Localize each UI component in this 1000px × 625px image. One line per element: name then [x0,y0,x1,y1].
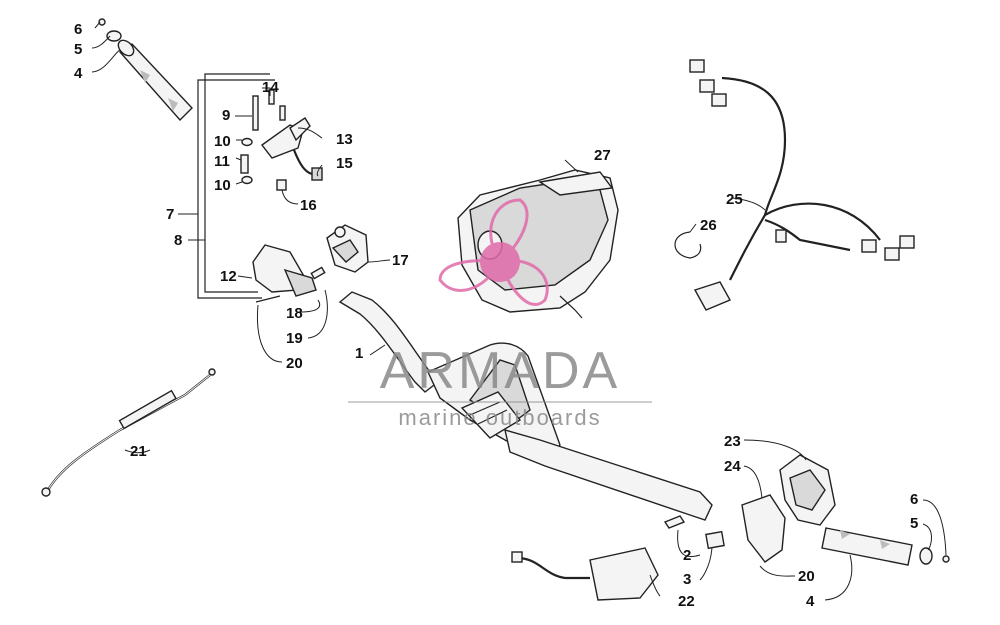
leader-lines [91,21,947,601]
throttle-cable [41,368,216,497]
wiring-harness [689,59,915,311]
callout-20-right: 20 [798,568,815,585]
throttle-assembly [240,89,323,191]
callout-12: 12 [220,268,237,285]
callout-2: 2 [683,547,691,564]
right-switch [326,224,369,273]
callout-24: 24 [724,458,741,475]
right-switch-housing [741,454,836,563]
callout-22: 22 [678,593,695,610]
callout-3: 3 [683,571,691,588]
callout-1: 1 [355,345,363,362]
callout-5-left: 5 [74,41,82,58]
left-switch-housing [252,244,326,303]
cable-clip [674,231,702,259]
callout-26: 26 [700,217,717,234]
watermark: ARMADA marine outboards [348,198,652,430]
callout-17: 17 [392,252,409,269]
callout-10-a: 10 [214,133,231,150]
group-bracket [197,73,275,299]
watermark-logo-icon [438,198,549,306]
callout-14: 14 [262,79,279,96]
callout-13: 13 [336,131,353,148]
callout-4-left: 4 [74,65,83,82]
end-plug-and-screw [663,515,725,550]
instrument-pod [457,169,619,319]
callout-21: 21 [130,443,147,460]
watermark-tagline: marine outboards [398,405,601,430]
callout-16: 16 [300,197,317,214]
callout-25: 25 [726,191,743,208]
callout-8: 8 [174,232,182,249]
callout-labels: 6 5 4 14 9 10 13 11 15 10 16 7 8 17 12 1… [74,21,918,610]
callout-4-right: 4 [806,593,815,610]
handlebar [338,291,713,521]
callout-6-right: 6 [910,491,918,508]
callout-7: 7 [166,206,174,223]
right-grip [821,527,950,566]
callout-10-b: 10 [214,177,231,194]
callout-27: 27 [594,147,611,164]
callout-11: 11 [214,153,230,170]
callout-19: 19 [286,330,303,347]
callout-6-left: 6 [74,21,82,38]
grip-heater [511,547,659,601]
callout-23: 23 [724,433,741,450]
callout-15: 15 [336,155,353,172]
callout-5-right: 5 [910,515,918,532]
watermark-brand: ARMADA [380,342,620,400]
left-grip [98,18,193,122]
callout-18: 18 [286,305,303,322]
callout-20-left: 20 [286,355,303,372]
callout-9: 9 [222,107,230,124]
